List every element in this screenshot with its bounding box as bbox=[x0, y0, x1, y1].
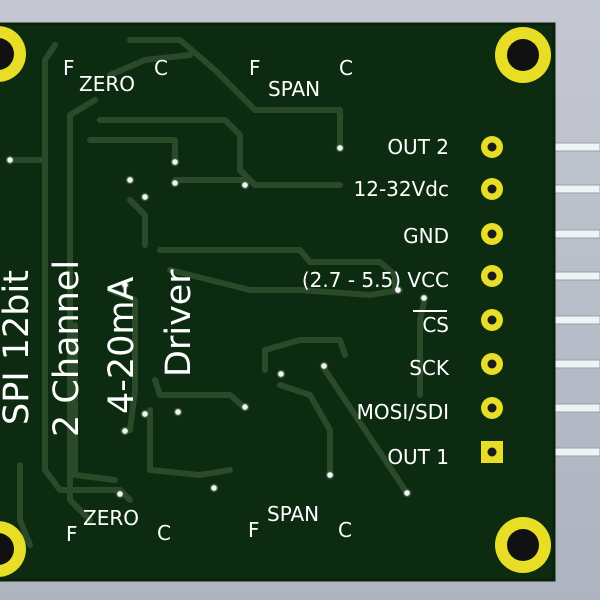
pad-mosi bbox=[481, 397, 503, 419]
silk-c: C bbox=[338, 518, 352, 542]
pad-sck bbox=[481, 353, 503, 375]
silk-fzero-bottom: F ZERO C bbox=[66, 506, 171, 546]
header-pin bbox=[547, 271, 600, 281]
pin-label-out1: OUT 1 bbox=[387, 445, 449, 469]
silk-fzero-top: F ZERO C bbox=[63, 56, 168, 96]
title-line4: Driver bbox=[159, 269, 199, 377]
silk-c: C bbox=[157, 521, 171, 545]
header-pin bbox=[547, 142, 600, 152]
header-pin bbox=[547, 315, 600, 325]
pin-label-vcc: (2.7 - 5.5) VCC bbox=[302, 268, 449, 292]
mounting-hole bbox=[495, 517, 551, 573]
pad-out1 bbox=[481, 441, 503, 463]
silk-zero: ZERO bbox=[83, 506, 139, 530]
pin-label-vdc: 12-32Vdc bbox=[354, 177, 450, 201]
pin-label-gnd: GND bbox=[403, 224, 449, 248]
header-pin bbox=[547, 229, 600, 239]
pad-vdc bbox=[481, 178, 503, 200]
pin-label-cs: CS bbox=[422, 313, 449, 337]
pad-vcc bbox=[481, 265, 503, 287]
pad-gnd bbox=[481, 223, 503, 245]
silk-span: SPAN bbox=[268, 77, 320, 101]
title-line1: SPI 12bit bbox=[0, 270, 37, 425]
header-pin bbox=[547, 184, 600, 194]
header-pin bbox=[547, 403, 600, 413]
silk-f: F bbox=[248, 518, 260, 542]
mounting-hole bbox=[0, 521, 26, 577]
silk-fspan-top: F SPAN C bbox=[249, 56, 353, 101]
pin-label-out2: OUT 2 bbox=[387, 135, 449, 159]
title-line3: 4-20mA bbox=[102, 276, 142, 414]
mounting-hole bbox=[495, 27, 551, 83]
silk-span: SPAN bbox=[267, 502, 319, 526]
header-pin bbox=[547, 447, 600, 457]
silk-f: F bbox=[249, 56, 261, 80]
mounting-hole bbox=[0, 26, 26, 82]
vias bbox=[5, 143, 429, 499]
title-line2: 2 Channel bbox=[47, 260, 87, 437]
silk-c: C bbox=[154, 56, 168, 80]
header-pads bbox=[481, 136, 503, 463]
pad-cs bbox=[481, 309, 503, 331]
mounting-holes bbox=[0, 26, 551, 577]
silk-c: C bbox=[339, 56, 353, 80]
silk-fspan-bottom: F SPAN C bbox=[248, 502, 352, 542]
silk-title: SPI 12bit 2 Channel 4-20mA Driver bbox=[0, 260, 199, 437]
pad-out2 bbox=[481, 136, 503, 158]
pin-label-mosi: MOSI/SDI bbox=[357, 400, 449, 424]
silk-zero: ZERO bbox=[79, 72, 135, 96]
pcb-board-edge bbox=[0, 22, 556, 582]
header-pin bbox=[547, 359, 600, 369]
pin-labels: OUT 2 12-32Vdc GND (2.7 - 5.5) VCC CS SC… bbox=[302, 135, 450, 469]
silk-f: F bbox=[66, 522, 78, 546]
pin-label-sck: SCK bbox=[409, 356, 450, 380]
header-pins bbox=[547, 142, 600, 457]
copper-traces bbox=[7, 37, 428, 548]
silk-f: F bbox=[63, 56, 75, 80]
